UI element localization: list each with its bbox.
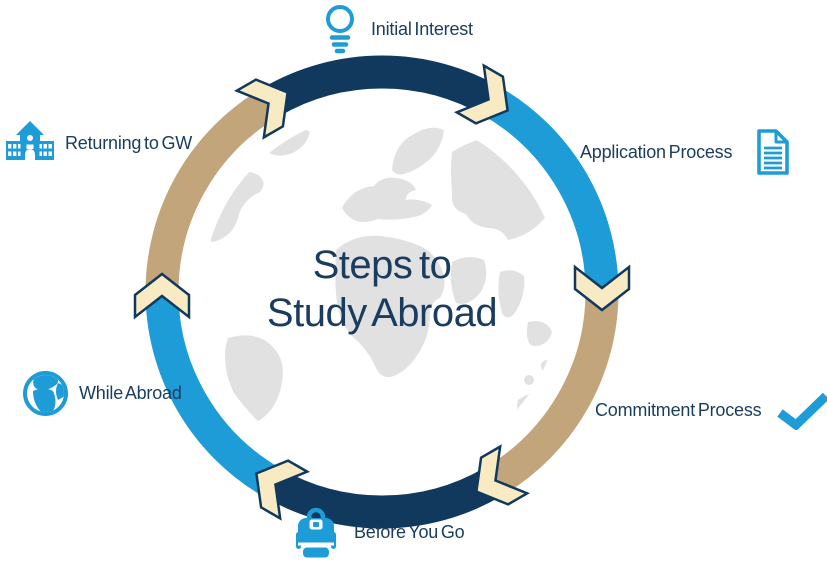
chevron-arrow-icon [133,272,191,320]
checkmark-icon [777,392,827,430]
backpack-icon [296,507,336,558]
step-returning-to-gw: Returning to GW [5,120,192,166]
globe-icon [23,371,68,416]
step-label: Before You Go [354,521,465,542]
diagram-title-line1: Steps to [312,243,452,287]
school-icon [6,121,54,160]
continent-shape-europe [342,177,432,222]
ring-segment-lower-left [145,291,281,497]
lightbulb-icon [326,5,354,54]
continent-shape-india [498,270,525,318]
chevron-arrow-icon [573,264,631,312]
chevron-arrow-icon [255,459,310,521]
step-label: While Abroad [79,383,182,403]
step-label: Application Process [580,141,733,162]
step-application-process: Application Process [580,128,792,176]
ring-segment-top [263,55,501,116]
step-label: Commitment Process [595,399,762,420]
continent-shape-island [541,360,553,372]
step-commitment-process: Commitment Process [595,390,827,430]
chevron-arrow-icon [234,78,289,140]
ring-segment-upper-left [145,87,281,293]
chevron-arrow-icon [475,444,530,506]
continent-shape-south-america [225,335,283,424]
ring-segment-upper-right [483,87,619,293]
continent-shape-arabia [450,256,487,304]
cycle-ring [145,55,619,529]
continent-shape-island [524,375,534,385]
diagram-title: Steps to Study Abroad [266,241,498,337]
step-label: Initial Interest [371,18,473,39]
step-while-abroad: While Abroad [22,370,182,417]
continent-shape-se-asia [526,321,552,346]
ring-segment-bottom [263,468,501,529]
step-initial-interest: Initial Interest [322,4,473,54]
continent-shape-africa [335,235,445,377]
step-label: Returning to GW [65,132,193,153]
ring-segment-lower-right [483,291,619,497]
chevron-arrow-icon [454,63,509,125]
diagram-title-line2: Study Abroad [266,291,498,335]
document-icon [757,129,790,175]
continent-shape-scandinavia [392,127,444,175]
world-map [203,126,561,439]
cycle-chevrons [133,63,631,521]
step-before-you-go: Before You Go [294,506,465,558]
